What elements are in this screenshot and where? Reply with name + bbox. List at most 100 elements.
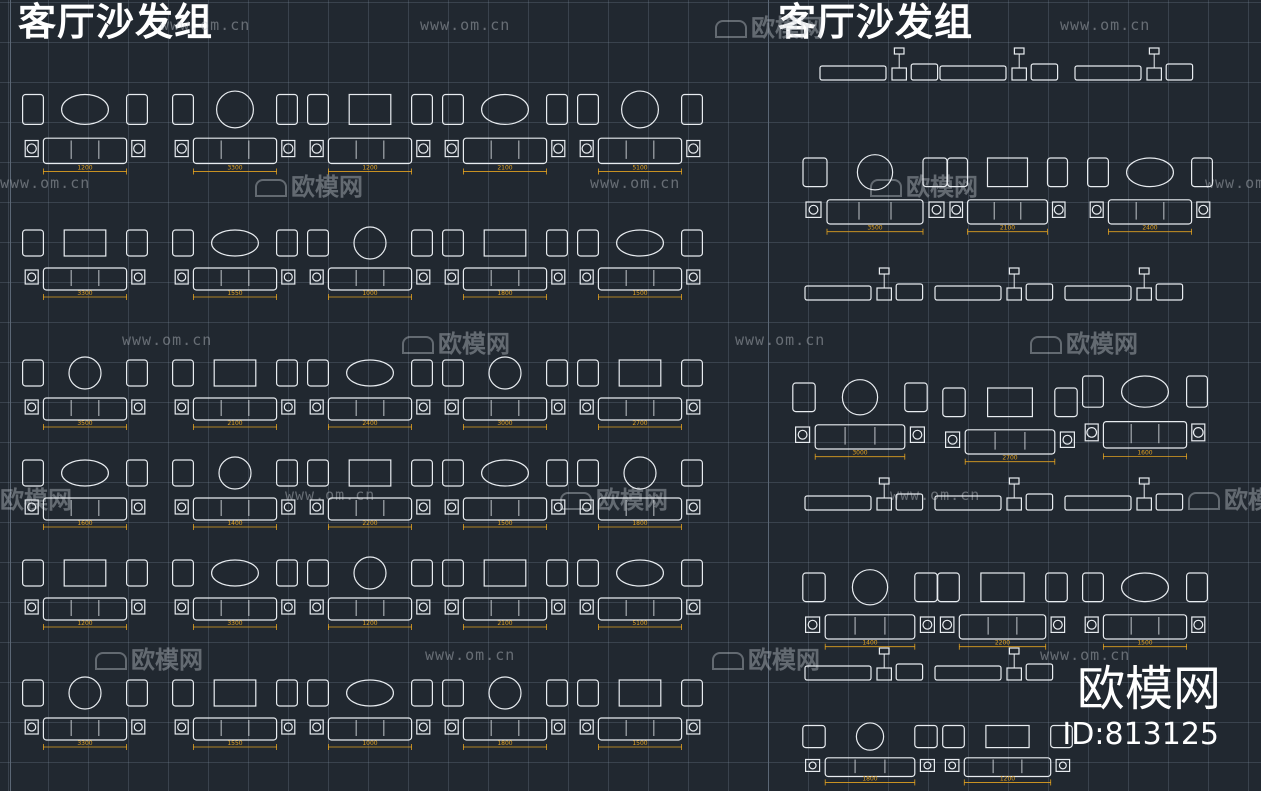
sheet-title-right: 客厅沙发组 [778,0,974,44]
sofa-icon [95,652,127,670]
side-table [1196,201,1211,218]
sofa-elevation [934,665,1002,681]
armchair [411,559,434,587]
side-table [579,599,594,615]
lamp-symbol [1193,619,1204,630]
dimension-label: 1200 [1000,775,1015,782]
armchair [411,679,434,707]
armchair [125,679,148,707]
dimension-label: 1200 [77,165,92,172]
coffee-table [63,229,107,257]
side-table [24,399,39,415]
lamp-shade [878,647,890,655]
lamp-symbol [553,502,563,512]
lamp-symbol [1052,619,1063,630]
armchair-elevation [1025,663,1054,681]
side-table [281,269,296,285]
sofa [192,717,278,741]
side-table [416,139,431,158]
armchair [442,679,465,707]
watermark-domain: www.om.cn [0,174,91,192]
round-table [856,154,894,191]
armchair [576,229,599,257]
sofa-icon [1030,336,1062,354]
lamp-shade [1008,477,1020,485]
watermark-domain: www.om.cn [1205,174,1261,192]
side-table-elevation [876,287,892,301]
lamp-symbol [688,502,698,512]
armchair [125,359,148,387]
lamp-symbol [447,602,457,612]
watermark-brand: 欧模网 [712,640,820,675]
armchair-elevation [1025,283,1054,301]
armchair [914,572,938,603]
dimension-label: 1400 [862,640,877,647]
side-table [174,499,189,515]
sofa [597,717,683,741]
sofa [42,137,128,165]
armchair [1185,572,1208,603]
armchair-elevation [1155,493,1184,511]
watermark-domain: www.om.cn [735,331,826,349]
side-table [24,719,39,735]
armchair-elevation [895,493,924,511]
side-table-elevation [1006,287,1022,301]
sofa [462,267,548,291]
sofa [964,429,1056,455]
lamp-symbol [582,722,592,732]
side-table [686,399,701,415]
lamp-shade [878,267,890,275]
side-table [131,139,146,158]
sofa [597,497,683,521]
sofa [824,614,916,640]
side-table [444,719,459,735]
sofa-icon [560,492,592,510]
coffee-table [213,359,257,387]
sofa-elevation [804,665,872,681]
lamp-symbol [948,761,957,770]
lamp-symbol [283,502,293,512]
armchair [680,559,703,587]
dimension-label: 3500 [867,225,882,232]
side-table [444,499,459,515]
lamp-symbol [553,402,563,412]
armchair [545,459,568,487]
lamp-symbol [582,272,592,282]
armchair [545,229,568,257]
sofa [597,137,683,165]
armchair [680,359,703,387]
armchair [125,229,148,257]
side-table-elevation [876,497,892,511]
dimension-label: 2200 [995,640,1010,647]
sofa-icon [1188,492,1220,510]
sofa [1102,421,1188,449]
armchair [125,559,148,587]
side-table [794,426,811,443]
lamp-symbol [1086,619,1097,630]
lamp-symbol [951,204,962,215]
dimension-label: 2100 [1000,225,1015,232]
side-table [909,426,926,443]
lamp-symbol [582,502,592,512]
sofa [1107,199,1193,225]
armchair [937,572,960,603]
armchair [576,679,599,707]
side-table [551,599,566,615]
side-table [281,719,296,735]
dimension-label: 2400 [362,420,377,427]
side-table [416,599,431,615]
side-table [131,399,146,415]
lamp-symbol [133,602,143,612]
armchair [307,459,330,487]
side-table-elevation [891,67,907,81]
lamp-symbol [177,502,187,512]
side-table [551,499,566,515]
oval-table [211,229,260,257]
lamp-symbol [688,722,698,732]
oval-table [615,229,664,257]
side-table [131,719,146,735]
sofa [327,267,413,291]
sofa-elevation [1074,65,1142,81]
lamp-symbol [283,143,294,154]
dimension-label: 2100 [497,165,512,172]
